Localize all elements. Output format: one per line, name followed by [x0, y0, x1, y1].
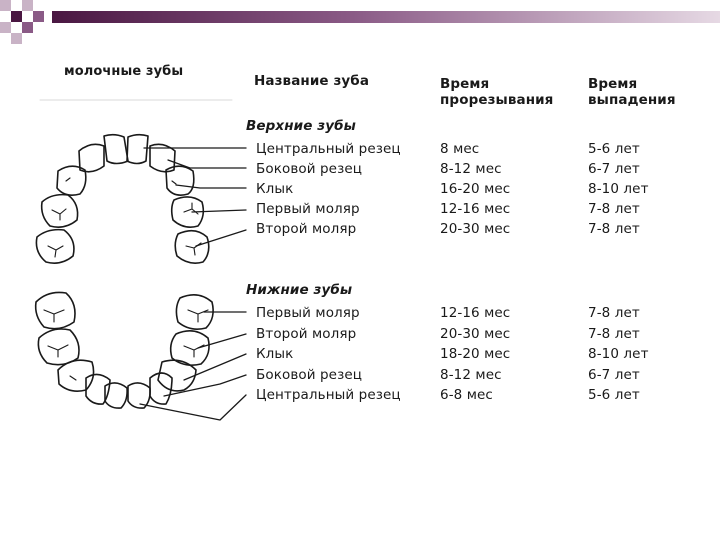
lower-teeth-label: Нижние зубы — [246, 282, 353, 298]
upper-row-eruption: 8 мес — [440, 141, 480, 157]
upper-row-name: Первый моляр — [256, 201, 360, 217]
upper-second-molar-right — [174, 229, 210, 264]
upper-arch — [35, 133, 210, 264]
upper-row-loss: 6-7 лет — [588, 161, 640, 177]
lower-row-name: Первый моляр — [256, 305, 360, 321]
lower-central-incisor-right — [127, 382, 151, 409]
lower-lateral-incisor-left — [85, 373, 111, 405]
lower-row-eruption: 6-8 мес — [440, 387, 493, 403]
upper-leader-lines — [143, 147, 247, 247]
upper-lateral-incisor-left — [78, 143, 105, 173]
lower-row-eruption: 18-20 мес — [440, 346, 511, 362]
deco-square — [22, 0, 33, 11]
header-tooth-name: Название зуба — [254, 73, 370, 89]
lower-central-incisor-left — [104, 382, 128, 409]
lower-row-name: Второй моляр — [256, 326, 357, 342]
upper-row-eruption: 20-30 мес — [440, 221, 511, 237]
upper-row-eruption: 16-20 мес — [440, 181, 511, 197]
upper-row-loss: 7-8 лет — [588, 201, 640, 217]
upper-row-loss: 8-10 лет — [588, 181, 649, 197]
lower-arch — [34, 291, 214, 409]
upper-central-incisor-right — [126, 133, 149, 165]
upper-first-molar-left — [40, 193, 79, 228]
lower-first-molar-left — [34, 291, 76, 330]
upper-row-name: Второй моляр — [256, 221, 357, 237]
upper-second-molar-left — [35, 228, 75, 264]
lower-canine-left — [57, 359, 95, 392]
upper-row-name: Боковой резец — [256, 161, 363, 177]
lower-row-name: Клык — [256, 346, 294, 362]
lower-canine-right — [157, 359, 197, 392]
lower-row-eruption: 20-30 мес — [440, 326, 511, 342]
diagram-title: молочные зубы — [64, 64, 184, 79]
gradient-bar — [52, 11, 720, 23]
deco-square — [11, 11, 22, 22]
upper-row-name: Клык — [256, 181, 294, 197]
deco-square — [0, 22, 11, 33]
slide-decoration — [0, 0, 720, 45]
upper-row-loss: 7-8 лет — [588, 221, 640, 237]
lower-row-name: Центральный резец — [256, 387, 401, 403]
lower-fissure — [43, 309, 209, 381]
lower-second-molar-left — [37, 328, 80, 366]
upper-fissure — [47, 177, 202, 258]
upper-row-eruption: 12-16 мес — [440, 201, 511, 217]
upper-canine-left — [56, 165, 87, 196]
upper-teeth-label: Верхние зубы — [246, 118, 356, 134]
upper-first-molar-right — [170, 196, 205, 228]
upper-central-incisor-left — [103, 133, 129, 165]
upper-row-name: Центральный резец — [256, 141, 401, 157]
lower-row-loss: 6-7 лет — [588, 367, 640, 383]
lower-row-eruption: 12-16 мес — [440, 305, 511, 321]
header-loss-time: Время выпадения — [588, 76, 676, 108]
lower-second-molar-right — [169, 330, 210, 366]
deco-square — [22, 22, 33, 33]
lower-row-eruption: 8-12 мес — [440, 367, 502, 383]
lower-row-loss: 5-6 лет — [588, 387, 640, 403]
lower-first-molar-right — [175, 294, 214, 330]
header-eruption-time: Время прорезывания — [440, 76, 554, 108]
deco-square — [11, 33, 22, 44]
upper-row-eruption: 8-12 мес — [440, 161, 502, 177]
lower-row-loss: 8-10 лет — [588, 346, 649, 362]
deco-square — [0, 0, 11, 11]
lower-row-name: Боковой резец — [256, 367, 363, 383]
lower-leader-lines — [139, 311, 247, 421]
deco-square — [33, 11, 44, 22]
lower-row-loss: 7-8 лет — [588, 326, 640, 342]
upper-lateral-incisor-right — [149, 143, 176, 173]
upper-row-loss: 5-6 лет — [588, 141, 640, 157]
lower-row-loss: 7-8 лет — [588, 305, 640, 321]
